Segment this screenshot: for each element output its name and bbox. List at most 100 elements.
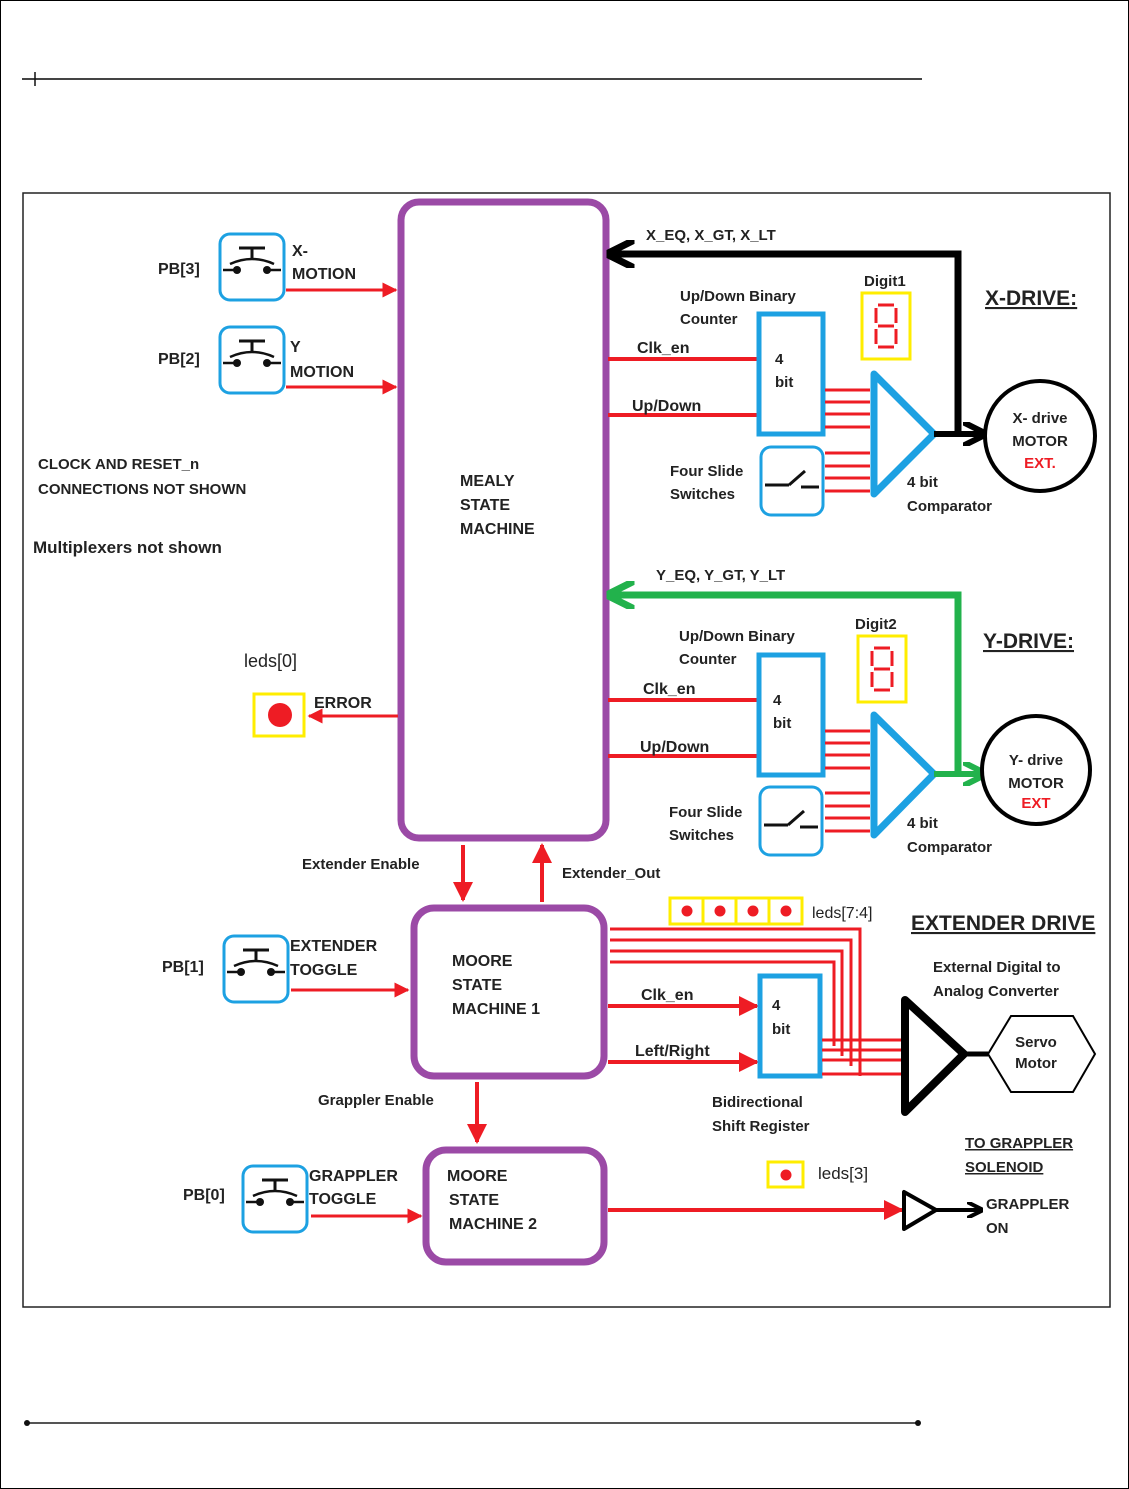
x-drive-title: X-DRIVE:: [985, 287, 1077, 310]
extender-clk-en-label: Clk_en: [641, 987, 693, 1004]
x-motor-label-2: MOTOR: [1012, 433, 1068, 450]
shift-register-feedback-bus: [610, 927, 862, 1076]
moore2-label-3: MACHINE 2: [449, 1216, 537, 1233]
pb0-label: PB[0]: [183, 1187, 225, 1204]
y-switches-label-2: Switches: [669, 827, 734, 844]
mealy-state-machine: [397, 198, 610, 842]
y-feedback-bus: [612, 595, 962, 774]
pushbutton-icon: [218, 325, 286, 395]
y-counter-label-1: Up/Down Binary: [679, 628, 795, 645]
servo-label-1: Servo: [1015, 1034, 1057, 1051]
pushbutton-icon: [218, 232, 286, 302]
shift-bits-1: 4: [772, 997, 781, 1014]
led-dot: [780, 1169, 792, 1181]
y-counter-block: [756, 652, 826, 778]
note-connections: CONNECTIONS NOT SHOWN: [38, 481, 246, 498]
grappler-on-label-1: GRAPPLER: [986, 1196, 1070, 1213]
error-led: leds[0] ERROR: [244, 651, 398, 738]
pushbutton-icon: [222, 934, 290, 1004]
x-drive: X-DRIVE: X_EQ, X_GT, X_LT Up/Down Binary…: [608, 227, 1097, 517]
note-clock-reset: CLOCK AND RESET_n: [38, 456, 199, 473]
grappler-toggle-label-2: TOGGLE: [309, 1191, 377, 1208]
grappler-output: leds[3] TO GRAPPLER SOLENOID GRAPPLER ON: [608, 1135, 1073, 1237]
digit1-label: Digit1: [864, 273, 906, 290]
digit2-label: Digit2: [855, 616, 897, 633]
leds-7-4-label: leds[7:4]: [812, 905, 872, 922]
header-rule: [22, 72, 922, 86]
x-motor-label-3: EXT.: [1024, 455, 1056, 472]
moore2-label-1: MOORE: [447, 1168, 508, 1185]
servo-motor: [986, 1015, 1097, 1093]
x-feedback-bus: [612, 254, 962, 434]
moore1-label-2: STATE: [452, 977, 502, 994]
shift-register-block: [757, 973, 823, 1079]
leds0-label: leds[0]: [244, 651, 297, 671]
x-switches-label-2: Switches: [670, 486, 735, 503]
grappler-on-label-2: ON: [986, 1220, 1009, 1237]
y-clk-en-label: Clk_en: [643, 681, 695, 698]
x-data-bus: [825, 388, 870, 493]
grappler-title-1: TO GRAPPLER: [965, 1135, 1073, 1152]
dac-triangle: [901, 996, 968, 1116]
extender-toggle-label-2: TOGGLE: [290, 962, 358, 979]
mealy-label-1: MEALY: [460, 473, 515, 490]
pushbutton-icon: [241, 1164, 309, 1234]
x-comparator: [870, 370, 938, 498]
led-dot: [780, 905, 792, 917]
y-motor-label-1: Y- drive: [1009, 752, 1063, 769]
y-feedback-label: Y_EQ, Y_GT, Y_LT: [656, 567, 785, 584]
pb3-label: PB[3]: [158, 261, 200, 278]
pb2-label: PB[2]: [158, 351, 200, 368]
y-comparator-label-1: 4 bit: [907, 815, 938, 832]
x-counter-label-1: Up/Down Binary: [680, 288, 796, 305]
y-drive-title: Y-DRIVE:: [983, 630, 1074, 653]
leds-7-4: [668, 896, 804, 926]
mealy-label-3: MACHINE: [460, 521, 535, 538]
pushbutton-pb1: PB[1] EXTENDER TOGGLE: [162, 934, 410, 1004]
servo-label-2: Motor: [1015, 1055, 1057, 1072]
moore-state-machine-1: [410, 904, 608, 1080]
moore1-label-1: MOORE: [452, 953, 513, 970]
x-counter-bits-1: 4: [775, 351, 784, 368]
shift-bits-2: bit: [772, 1021, 790, 1038]
dac-label-2: Analog Converter: [933, 983, 1059, 1000]
y-motion-label-2: MOTION: [290, 364, 354, 381]
seven-segment-display-icon: [856, 634, 908, 704]
pushbutton-pb0: PB[0] GRAPPLER TOGGLE: [183, 1164, 423, 1234]
note-multiplexers: Multiplexers not shown: [33, 538, 222, 557]
footer-rule: [24, 1420, 921, 1426]
shift-register-label-1: Bidirectional: [712, 1094, 803, 1111]
x-feedback-label: X_EQ, X_GT, X_LT: [646, 227, 776, 244]
x-comparator-label-2: Comparator: [907, 498, 992, 515]
x-motor-label-1: X- drive: [1012, 410, 1067, 427]
y-up-down-label: Up/Down: [640, 739, 709, 756]
y-comparator: [870, 711, 938, 839]
x-up-down-label: Up/Down: [632, 398, 701, 415]
slide-switch-icon: [759, 445, 825, 517]
y-counter-bits-1: 4: [773, 692, 782, 709]
x-motion-label-2: MOTION: [292, 266, 356, 283]
x-clk-en-label: Clk_en: [637, 340, 689, 357]
mealy-label-2: STATE: [460, 497, 510, 514]
dac-input-bus: [822, 1038, 902, 1076]
error-signal-label: ERROR: [314, 695, 372, 712]
x-switches-label-1: Four Slide: [670, 463, 743, 480]
extender-out-label: Extender_Out: [562, 865, 660, 882]
grappler-toggle-label-1: GRAPPLER: [309, 1168, 398, 1185]
dac-label-1: External Digital to: [933, 959, 1061, 976]
moore-state-machine-2: [422, 1146, 608, 1266]
shift-register-label-2: Shift Register: [712, 1118, 810, 1135]
seven-segment-display-icon: [860, 291, 912, 361]
y-switches-label-1: Four Slide: [669, 804, 742, 821]
y-motor-label-2: MOTOR: [1008, 775, 1064, 792]
pb1-label: PB[1]: [162, 959, 204, 976]
left-right-label: Left/Right: [635, 1043, 710, 1060]
y-counter-label-2: Counter: [679, 651, 737, 668]
led-dot: [747, 905, 759, 917]
led-dot: [681, 905, 693, 917]
moore2-label-2: STATE: [449, 1192, 499, 1209]
grappler-title-2: SOLENOID: [965, 1159, 1044, 1176]
moore1-label-3: MACHINE 1: [452, 1001, 540, 1018]
extender-toggle-label-1: EXTENDER: [290, 938, 378, 955]
